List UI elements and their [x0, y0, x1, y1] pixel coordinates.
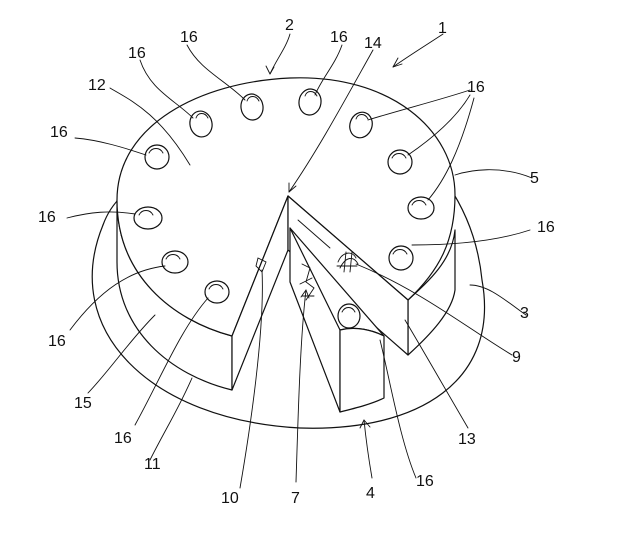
decoration-dot	[349, 111, 373, 139]
decoration-dot	[407, 196, 435, 220]
decoration-dot	[161, 250, 189, 274]
decoration-shell	[336, 251, 359, 273]
cut-face-right	[287, 195, 409, 356]
numeral-16-top-right: 16	[330, 29, 348, 46]
reference-numerals: 1 2 3 4 5 7 9 10 11 12 13 14 15 16 16 16…	[38, 17, 555, 507]
numeral-5: 5	[530, 170, 539, 187]
numeral-13: 13	[458, 431, 476, 448]
numeral-16-left-1: 16	[50, 124, 68, 141]
numeral-7: 7	[291, 490, 300, 507]
cake-top-surface	[116, 77, 456, 337]
cake-slice	[289, 227, 385, 413]
numeral-16-top-left: 16	[180, 29, 198, 46]
numeral-16-lower-left: 16	[48, 333, 66, 350]
decoration-dot	[204, 280, 230, 304]
numeral-2: 2	[285, 17, 294, 34]
decoration-dot	[387, 149, 413, 175]
decoration-dot	[337, 303, 361, 329]
numeral-4: 4	[366, 485, 375, 502]
numeral-12: 12	[88, 77, 106, 94]
decoration-dot	[144, 144, 170, 170]
numeral-16-right-group: 16	[467, 79, 485, 96]
decoration-dot	[388, 245, 414, 271]
decoration-dot	[189, 110, 213, 138]
numeral-14: 14	[364, 35, 382, 52]
numeral-11: 11	[144, 456, 161, 473]
decoration-dot	[240, 93, 264, 121]
decoration-dot	[298, 88, 322, 116]
numeral-3: 3	[520, 305, 529, 322]
decoration-dots	[133, 88, 435, 329]
numeral-16-left-2: 16	[38, 209, 56, 226]
numeral-15: 15	[74, 395, 92, 412]
numeral-16-bottom-left: 16	[114, 430, 132, 447]
numeral-16-right-2: 16	[537, 219, 555, 236]
numeral-16-bottom-right: 16	[416, 473, 434, 490]
numeral-9: 9	[512, 349, 521, 366]
numeral-16-upper-left: 16	[128, 45, 146, 62]
numeral-1: 1	[438, 20, 447, 37]
leader-lines	[66, 33, 533, 489]
decoration-dot	[133, 206, 163, 230]
numeral-10: 10	[221, 490, 239, 507]
